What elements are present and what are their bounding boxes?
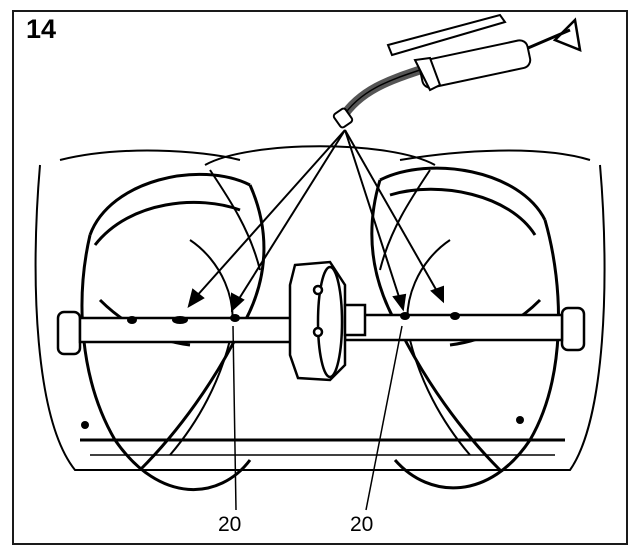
callout-label-left: 20 [218, 513, 242, 536]
gearbox [288, 260, 367, 382]
auger-housing [34, 145, 606, 471]
callout-leaders [232, 325, 403, 511]
grease-points [81, 312, 524, 429]
arrow-icon [187, 129, 444, 313]
figure-number: 14 [26, 14, 57, 44]
grease-gun-icon [332, 13, 582, 129]
callout-label-right: 20 [350, 513, 374, 536]
auger-shaft [56, 306, 586, 356]
